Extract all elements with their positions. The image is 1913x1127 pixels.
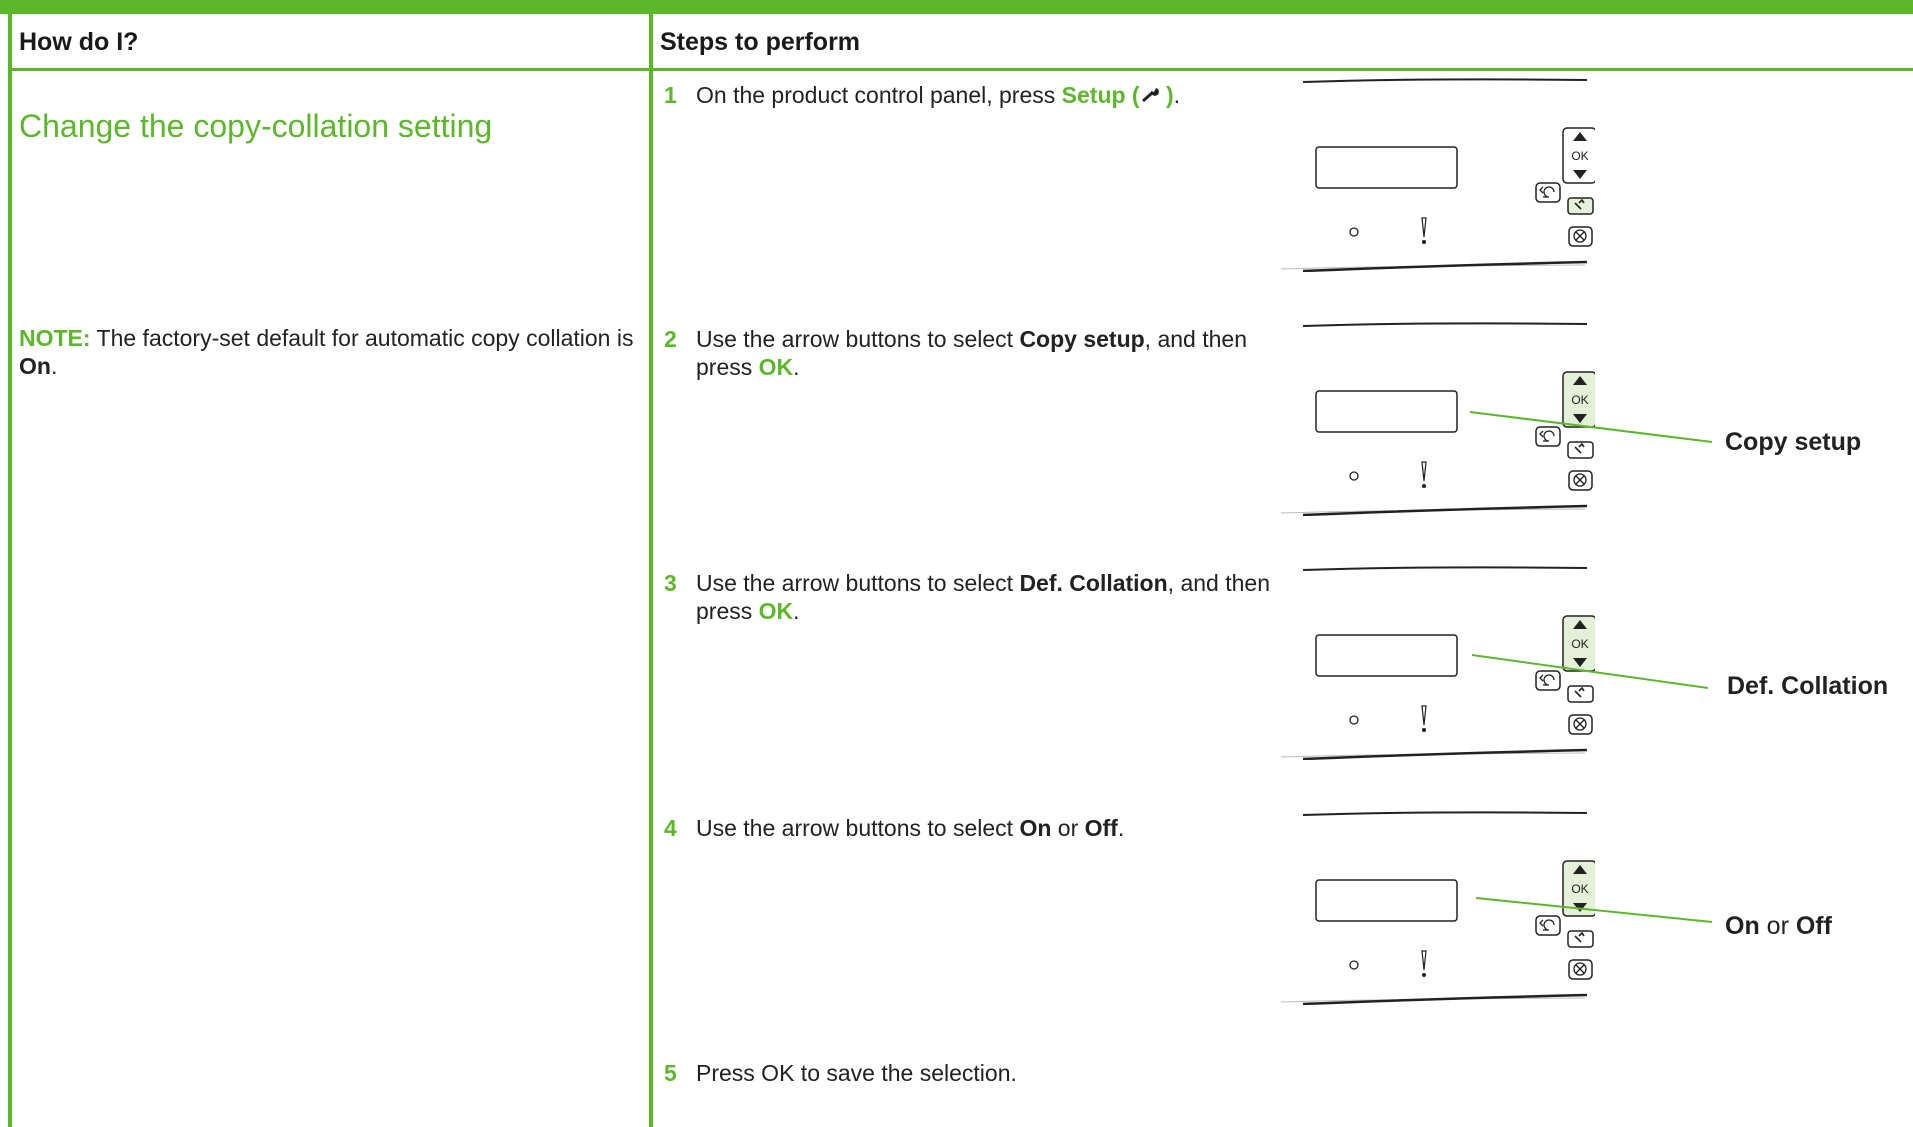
setup-button: [1567, 930, 1594, 948]
down-arrow-icon: [1573, 170, 1587, 179]
control-panel-illustration: OK: [1275, 72, 1595, 272]
attention-light: [1421, 461, 1427, 482]
step-text: Use the arrow buttons to select On or Of…: [696, 815, 1125, 841]
wrench-icon: [1574, 931, 1585, 943]
step-number: 5: [664, 1060, 677, 1086]
ready-light: [1349, 715, 1359, 725]
step-text: Press OK to save the selection.: [696, 1060, 1017, 1086]
task-title: Change the copy-collation setting: [19, 108, 493, 144]
up-arrow-icon: [1573, 620, 1587, 629]
note-value: On: [19, 353, 51, 379]
back-button: [1535, 182, 1561, 203]
ready-light: [1349, 227, 1359, 237]
panel-top-edge: [1302, 322, 1588, 327]
attention-light: [1421, 950, 1427, 971]
panel-bottom-edge: [1302, 260, 1588, 272]
back-button: [1535, 915, 1561, 936]
control-panel-illustration: OK: [1275, 805, 1595, 1005]
note-end: .: [50, 353, 58, 379]
ready-light: [1349, 471, 1359, 481]
step-number: 2: [664, 326, 677, 352]
attention-light: [1421, 705, 1427, 726]
setup-label: Setup (: [1061, 82, 1140, 108]
step-text: On the product control panel, press Setu…: [696, 82, 1181, 108]
panel-top-edge: [1302, 78, 1588, 83]
header-underline: [8, 68, 1913, 71]
note-text: The factory-set default for automatic co…: [90, 325, 634, 351]
svg-text:OK: OK: [1571, 637, 1588, 651]
callout-copy-setup: Copy setup: [1725, 428, 1862, 456]
setup-button: [1567, 197, 1594, 215]
lcd-display: [1315, 879, 1458, 922]
back-button: [1535, 670, 1561, 691]
up-arrow-icon: [1573, 865, 1587, 874]
back-button: [1535, 426, 1561, 447]
panel-top-edge: [1302, 811, 1588, 816]
column-header-how-do-i: How do I?: [19, 28, 139, 56]
control-panel-illustration: OK: [1275, 560, 1595, 760]
step-number: 3: [664, 570, 677, 596]
wrench-icon: [1574, 442, 1585, 454]
svg-text:OK: OK: [1571, 393, 1588, 407]
panel-top-edge: [1302, 566, 1588, 571]
callout-def-collation: Def. Collation: [1727, 672, 1889, 700]
wrench-icon: [1140, 82, 1160, 108]
lcd-display: [1315, 634, 1458, 677]
column-divider: [649, 6, 653, 1127]
arrow-buttons: [1562, 127, 1595, 184]
up-arrow-icon: [1573, 132, 1587, 141]
callout-on-or-off: On or Off: [1725, 912, 1832, 940]
up-arrow-icon: [1573, 376, 1587, 385]
lcd-display: [1315, 390, 1458, 433]
panel-bottom-edge: [1302, 748, 1588, 760]
note-label: NOTE:: [19, 325, 91, 351]
control-panel-illustration: OK: [1275, 316, 1595, 516]
step-text: Use the arrow buttons to select Def. Col…: [696, 570, 1270, 624]
svg-text:OK: OK: [1571, 149, 1588, 163]
lcd-display: [1315, 146, 1458, 189]
top-bar-band: [0, 6, 1913, 14]
svg-text:OK: OK: [1571, 882, 1588, 896]
column-header-steps: Steps to perform: [660, 28, 861, 56]
table-left-border: [8, 6, 12, 1127]
attention-light: [1421, 217, 1427, 238]
step-number: 4: [664, 815, 677, 841]
panel-bottom-edge: [1302, 504, 1588, 516]
step-number: 1: [664, 82, 677, 108]
note: NOTE: The factory-set default for automa…: [19, 324, 644, 380]
wrench-icon: [1574, 198, 1585, 210]
step-text: Use the arrow buttons to select Copy set…: [696, 326, 1247, 380]
ready-light: [1349, 960, 1359, 970]
panel-bottom-edge: [1302, 993, 1588, 1005]
